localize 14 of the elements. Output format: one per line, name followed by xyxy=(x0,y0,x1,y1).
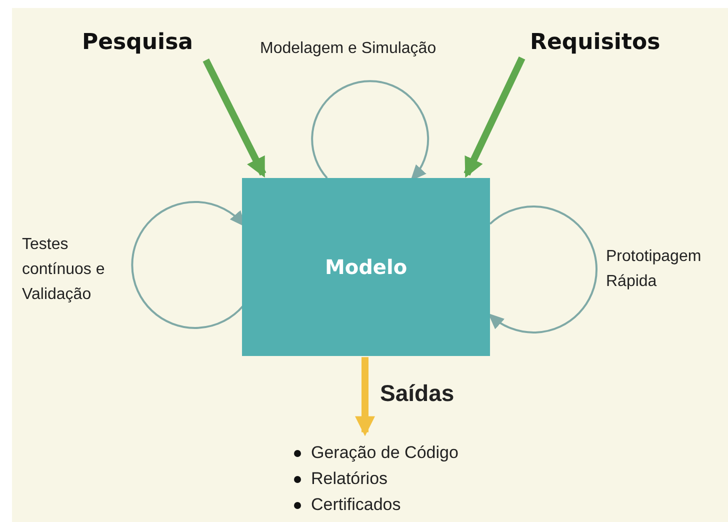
input-label: Requisitos xyxy=(530,30,660,55)
edge-label: Testes contínuos e Validação xyxy=(22,235,106,305)
arrow xyxy=(355,357,375,436)
edge-label: Prototipagem Rápida xyxy=(606,247,702,292)
arrow xyxy=(202,58,266,178)
arrow xyxy=(464,56,526,178)
input-label: Pesquisa xyxy=(82,30,194,55)
edge-label: Saídas xyxy=(380,380,456,406)
list-item: Relatórios xyxy=(311,468,388,490)
edge-label: Modelagem e Simulação xyxy=(260,39,438,59)
box-title: Modelo xyxy=(324,255,408,279)
list-item: Certificados xyxy=(311,494,401,516)
list-item: Geração de Código xyxy=(311,442,458,464)
process-box xyxy=(242,178,490,356)
